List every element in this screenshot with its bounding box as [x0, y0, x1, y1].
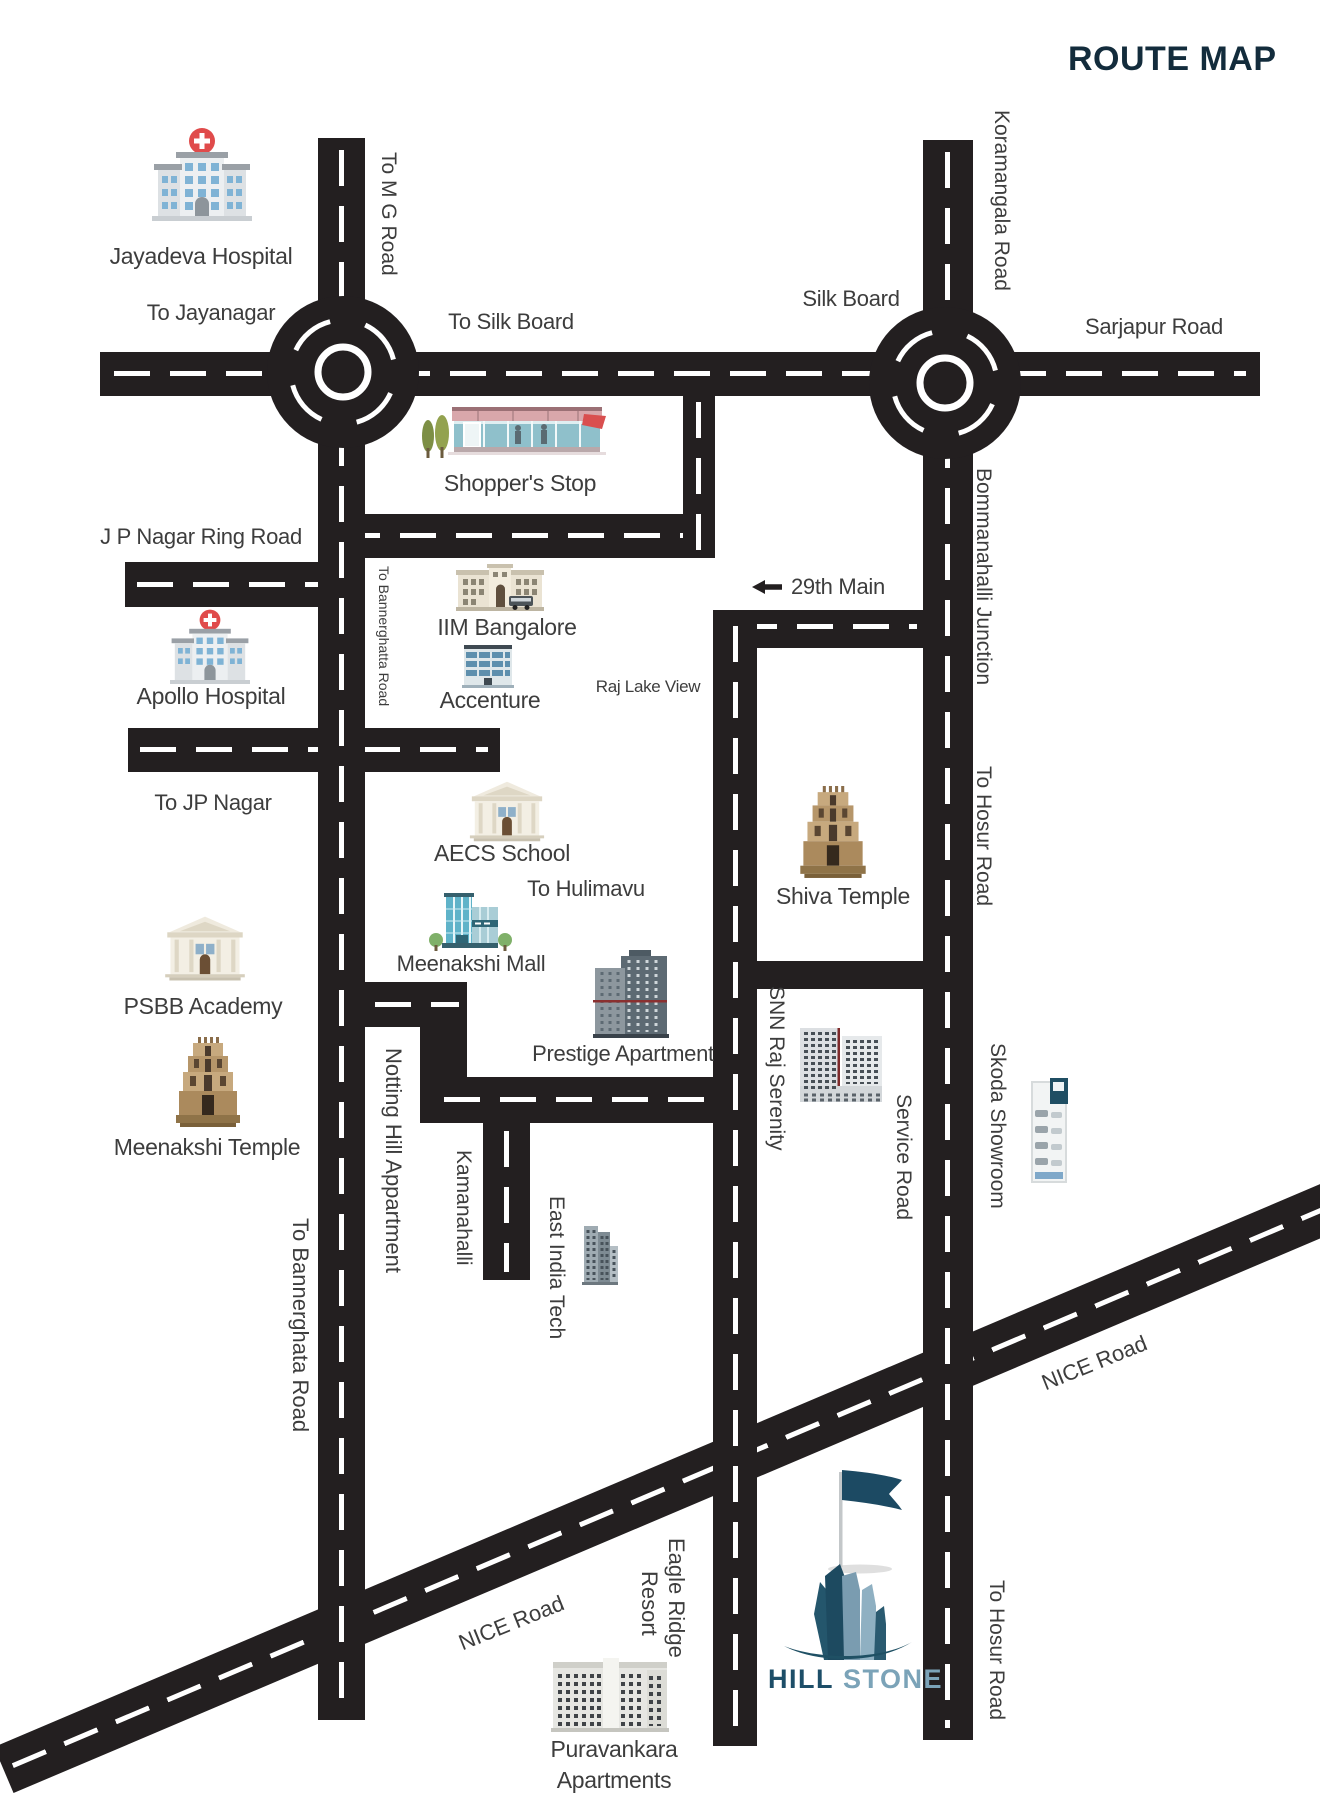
snn-raj-serenity-icon	[800, 1028, 882, 1102]
east-india-tech-icon	[582, 1226, 618, 1285]
label-nice-road-left: NICE Road	[455, 1590, 568, 1656]
label-meenakshi-mall: Meenakshi Mall	[396, 951, 546, 976]
label-aecs-school: AECS School	[433, 840, 571, 866]
label-shoppers-stop: Shopper's Stop	[443, 470, 597, 496]
accenture-icon	[462, 645, 514, 688]
road-prestige-a	[365, 982, 467, 1027]
apollo-hospital-icon	[170, 609, 250, 684]
road-hulimavu-vertical	[713, 610, 757, 1746]
label-raj-lake-view: Raj Lake View	[595, 677, 701, 696]
label-eagle-ridge-line1: Eagle Ridge	[664, 1538, 689, 1658]
label-east-india-tech: East India Tech	[545, 1196, 568, 1340]
road-shoppers-east	[683, 392, 715, 558]
meenakshi-mall-icon	[429, 893, 512, 951]
label-to-hosur-road-bottom: To Hosur Road	[985, 1580, 1008, 1721]
label-to-jp-nagar: To JP Nagar	[154, 790, 272, 815]
label-apollo-hospital: Apollo Hospital	[136, 683, 286, 709]
label-sarjapur-road: Sarjapur Road	[1085, 314, 1223, 339]
label-service-road: Service Road	[892, 1094, 915, 1221]
road-jp-nagar-ring	[125, 562, 340, 607]
shoppers-stop-icon	[422, 407, 606, 458]
iim-bangalore-icon	[456, 564, 544, 611]
label-iim-bangalore: IIM Bangalore	[437, 614, 577, 640]
label-29th-main-group: 29th Main	[752, 574, 885, 600]
left-arrow-icon	[752, 580, 782, 594]
label-snn-raj-serenity: SNN Raj Serenity	[765, 986, 788, 1151]
label-prestige-apartment: Prestige Apartment	[532, 1041, 714, 1066]
label-skoda-showroom: Skoda Showroom	[986, 1043, 1009, 1209]
road-shiva-south	[757, 961, 925, 989]
shiva-temple-icon	[800, 786, 866, 878]
label-puravankara-apartments: Puravankara Apartments	[528, 1734, 700, 1796]
label-shiva-temple: Shiva Temple	[775, 883, 911, 909]
label-to-jayanagar: To Jayanagar	[146, 300, 276, 325]
label-eagle-ridge-line2: Resort	[637, 1570, 662, 1636]
label-to-mg-road: To M G Road	[377, 152, 400, 276]
hill-stone-wordmark: HILL STONE	[768, 1664, 942, 1695]
page-title: ROUTE MAP	[1068, 40, 1277, 78]
label-to-hosur-road: To Hosur Road	[972, 766, 995, 907]
label-eagle-ridge-resort: Eagle Ridge Resort	[636, 1538, 690, 1668]
psbb-academy-icon	[165, 916, 245, 981]
jayadeva-hospital-icon	[152, 128, 252, 221]
label-accenture: Accenture	[439, 687, 541, 713]
label-to-silk-board: To Silk Board	[448, 309, 574, 334]
label-to-hulimavu: To Hulimavu	[527, 876, 645, 901]
hill-stone-flag-icon	[784, 1470, 912, 1660]
road-shoppers-south	[330, 514, 715, 558]
meenakshi-temple-icon	[176, 1037, 240, 1127]
hill-stone-logo: HILL STONE	[768, 1462, 942, 1707]
label-puravankara-line2: Apartments	[556, 1767, 672, 1793]
label-jayadeva-hospital: Jayadeva Hospital	[109, 243, 293, 269]
prestige-apartment-icon	[593, 950, 669, 1038]
label-psbb-academy: PSBB Academy	[123, 993, 283, 1019]
label-notting-hill: Notting Hill Appartment	[381, 1048, 406, 1273]
label-puravankara-line1: Puravankara	[550, 1736, 678, 1762]
label-jp-nagar-ring-road: J P Nagar Ring Road	[100, 524, 302, 549]
label-kamanahalli: Kamanahalli	[452, 1150, 475, 1266]
puravankara-apartments-icon	[551, 1658, 669, 1732]
aecs-school-icon	[469, 781, 545, 842]
skoda-showroom-icon	[1031, 1078, 1068, 1183]
road-kamanahalli	[483, 1123, 530, 1280]
label-29th-main: 29th Main	[791, 574, 885, 599]
label-to-bannerghata-big: To Bannerghata Road	[288, 1218, 313, 1433]
label-meenakshi-temple: Meenakshi Temple	[113, 1134, 301, 1160]
label-bommanahalli-junction: Bommanahalli Junction	[972, 468, 995, 686]
road-apollo	[128, 728, 500, 772]
roundabout-jayanagar	[267, 296, 419, 448]
logo-word-hill: HILL	[768, 1664, 834, 1694]
label-to-bannerghatta-small: To Bannerghatta Road	[376, 566, 392, 707]
label-silk-board: Silk Board	[802, 286, 900, 311]
logo-word-stone: STONE	[843, 1664, 944, 1694]
roundabout-silk-board	[869, 307, 1021, 459]
label-koramangala-road: Koramangala Road	[990, 110, 1013, 291]
road-prestige-c	[420, 1077, 715, 1123]
